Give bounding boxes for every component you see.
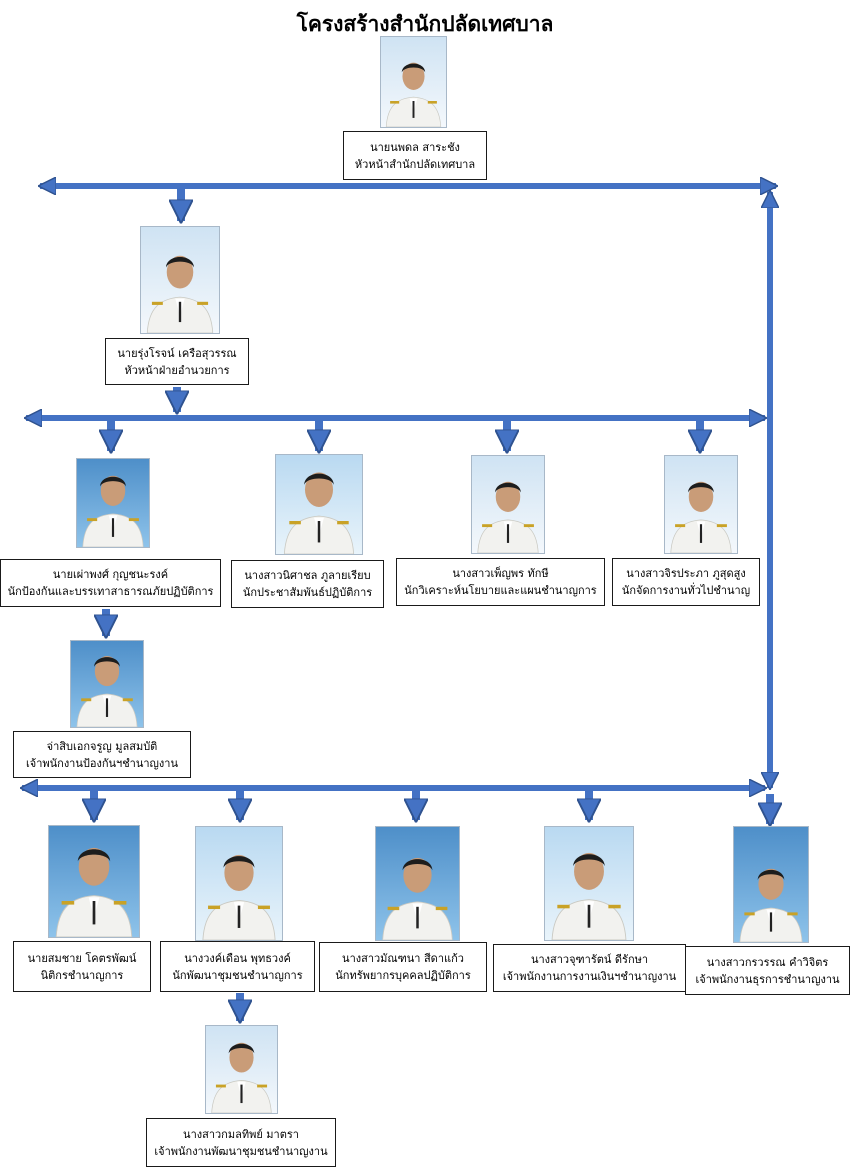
person-portrait-icon — [385, 62, 442, 127]
row4-position-5: เจ้าพนักงานธุรการชำนาญงาน — [695, 972, 840, 986]
row3-name-4: นางสาวจิรประภา ภูสุดสูง — [626, 567, 746, 580]
row3-position-1: นักป้องกันและบรรเทาสาธารณภัยปฏิบัติการ — [7, 585, 214, 598]
row3-box-2: นางสาวนิศาชล ภูลายเรียบ นักประชาสัมพันธ์… — [231, 560, 384, 608]
person-portrait-icon — [551, 852, 627, 940]
admin-head-photo — [140, 226, 220, 334]
row4-position-1: นิติกรชำนาญการ — [40, 968, 124, 982]
person-portrait-icon — [739, 868, 803, 942]
row4-name-5: นางสาวกรวรรณ คำวิจิตร — [706, 955, 829, 969]
person-portrait-icon — [477, 481, 539, 553]
sub-row3-name: จ่าสิบเอกจรูญ มูลสมบัติ — [46, 739, 158, 753]
row4-box-4: นางสาวจุฑารัตน์ ดีรักษา เจ้าพนักงานการงา… — [493, 944, 686, 992]
admin-head-box: นายรุ่งโรจน์ เครือสุวรรณ หัวหน้าฝ่ายอำนว… — [105, 338, 249, 385]
row4-name-3: นางสาวมัณฑนา สีดาแก้ว — [342, 952, 464, 965]
person-portrait-icon — [82, 475, 144, 547]
sub-row4-position: เจ้าพนักงานพัฒนาชุมชนชำนาญงาน — [154, 1144, 328, 1158]
page-title: โครงสร้างสำนักปลัดเทศบาล — [296, 12, 554, 36]
row3-name-3: นางสาวเพ็ญพร ทักษี — [452, 567, 549, 580]
row3-position-4: นักจัดการงานทั่วไปชำนาญ — [621, 584, 751, 597]
row3-photo-3 — [471, 455, 545, 554]
row4-name-2: นางวงค์เดือน พุทธวงค์ — [184, 951, 291, 965]
row4-position-2: นักพัฒนาชุมชนชำนาญการ — [172, 968, 303, 982]
person-portrait-icon — [55, 847, 133, 937]
chief-box: นายนพดล สาระชัง หัวหน้าสำนักปลัดเทศบาล — [343, 131, 487, 180]
row4-name-4: นางสาวจุฑารัตน์ ดีรักษา — [530, 953, 649, 966]
row3-box-4: นางสาวจิรประภา ภูสุดสูง นักจัดการงานทั่ว… — [612, 558, 760, 606]
row4-box-1: นายสมชาย โคตรพัฒน์ นิติกรชำนาญการ — [13, 941, 151, 992]
sub-row3-position: เจ้าพนักงานป้องกันฯชำนาญงาน — [26, 756, 178, 770]
sub-row4-name: นางสาวกมลทิพย์ มาตรา — [183, 1127, 299, 1141]
row3-photo-2 — [275, 454, 363, 555]
sub-row4-photo — [205, 1025, 278, 1114]
sub-row4-box: นางสาวกมลทิพย์ มาตรา เจ้าพนักงานพัฒนาชุม… — [146, 1118, 336, 1167]
person-portrait-icon — [202, 854, 276, 940]
row3-photo-4 — [664, 455, 738, 554]
row3-name-2: นางสาวนิศาชล ภูลายเรียบ — [244, 569, 371, 582]
row4-photo-3 — [375, 826, 460, 941]
person-portrait-icon — [670, 481, 732, 553]
row3-photo-1 — [76, 458, 150, 548]
row3-box-3: นางสาวเพ็ญพร ทักษี นักวิเคราะห์นโยบายและ… — [396, 558, 605, 606]
chief-position: หัวหน้าสำนักปลัดเทศบาล — [354, 157, 476, 171]
row3-position-3: นักวิเคราะห์นโยบายและแผนชำนาญการ — [404, 584, 597, 597]
person-portrait-icon — [146, 255, 214, 333]
row4-position-4: เจ้าพนักงานการงานเงินฯชำนาญงาน — [502, 970, 677, 983]
row3-position-2: นักประชาสัมพันธ์ปฏิบัติการ — [242, 586, 373, 599]
row4-box-2: นางวงค์เดือน พุทธวงค์ นักพัฒนาชุมชนชำนาญ… — [160, 941, 315, 992]
row4-position-3: นักทรัพยากรบุคคลปฏิบัติการ — [335, 969, 471, 982]
row3-name-1: นายเผ่าพงศ์ กุญชนะรงค์ — [52, 568, 169, 581]
chief-name: นายนพดล สาระชัง — [370, 140, 460, 154]
person-portrait-icon — [283, 472, 355, 554]
row4-photo-1 — [48, 825, 140, 938]
admin-head-position: หัวหน้าฝ่ายอำนวยการ — [124, 363, 230, 377]
chief-photo — [380, 36, 447, 128]
sub-row3-photo — [70, 640, 144, 728]
sub-row3-box: จ่าสิบเอกจรูญ มูลสมบัติ เจ้าพนักงานป้องก… — [13, 731, 191, 778]
row3-box-1: นายเผ่าพงศ์ กุญชนะรงค์ นักป้องกันและบรรเ… — [0, 559, 221, 607]
row4-box-5: นางสาวกรวรรณ คำวิจิตร เจ้าพนักงานธุรการช… — [685, 946, 850, 995]
row4-photo-4 — [544, 826, 634, 941]
row4-photo-2 — [195, 826, 283, 941]
person-portrait-icon — [211, 1042, 272, 1113]
person-portrait-icon — [382, 857, 453, 940]
admin-head-name: นายรุ่งโรจน์ เครือสุวรรณ — [117, 346, 237, 360]
row4-box-3: นางสาวมัณฑนา สีดาแก้ว นักทรัพยากรบุคคลปฏ… — [319, 942, 487, 992]
row4-photo-5 — [733, 826, 809, 943]
person-portrait-icon — [76, 656, 138, 727]
row4-name-1: นายสมชาย โคตรพัฒน์ — [27, 951, 137, 965]
